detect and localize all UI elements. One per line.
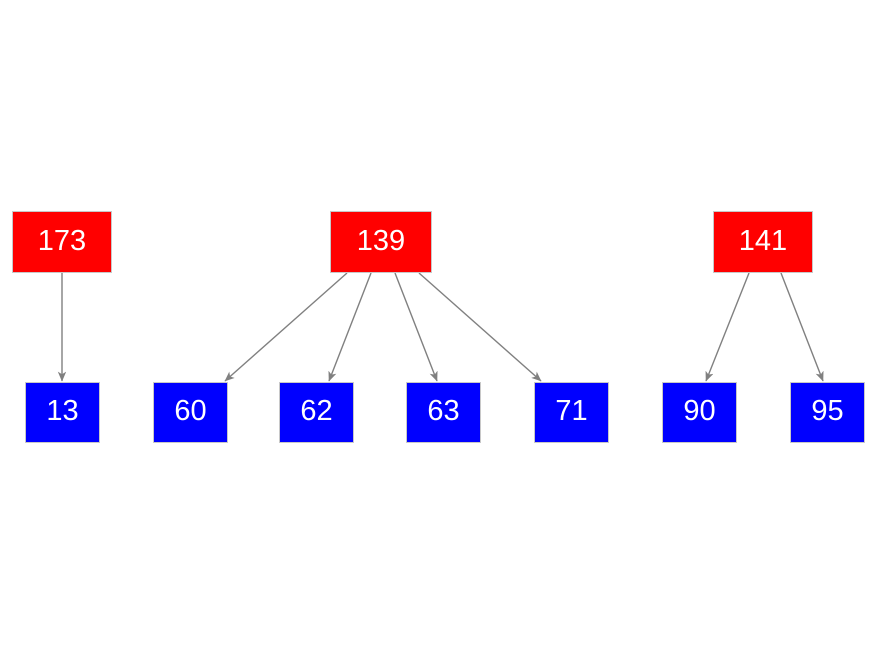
node-173[interactable]: 173 bbox=[12, 211, 112, 273]
node-139[interactable]: 139 bbox=[330, 211, 432, 273]
node-13[interactable]: 13 bbox=[25, 382, 100, 443]
node-60[interactable]: 60 bbox=[153, 382, 228, 443]
node-label: 173 bbox=[37, 224, 87, 257]
edge-group bbox=[57, 272, 824, 382]
node-label: 141 bbox=[738, 224, 788, 257]
node-label: 139 bbox=[356, 224, 406, 257]
node-63[interactable]: 63 bbox=[406, 382, 481, 443]
edge-n139-to-n60 bbox=[224, 272, 348, 382]
node-90[interactable]: 90 bbox=[662, 382, 737, 443]
edge-n139-to-n62 bbox=[328, 272, 372, 382]
node-71[interactable]: 71 bbox=[534, 382, 609, 443]
node-62[interactable]: 62 bbox=[279, 382, 354, 443]
node-label: 62 bbox=[300, 395, 333, 427]
node-141[interactable]: 141 bbox=[713, 211, 813, 273]
node-95[interactable]: 95 bbox=[790, 382, 865, 443]
node-label: 60 bbox=[174, 395, 207, 427]
node-label: 95 bbox=[811, 395, 844, 427]
node-label: 71 bbox=[555, 395, 588, 427]
edge-n141-to-n95 bbox=[780, 272, 824, 382]
edge-n139-to-n63 bbox=[394, 272, 438, 382]
edge-n141-to-n90 bbox=[705, 272, 750, 382]
node-label: 13 bbox=[46, 395, 79, 427]
node-label: 63 bbox=[427, 395, 460, 427]
node-label: 90 bbox=[683, 395, 716, 427]
edge-n139-to-n71 bbox=[418, 272, 542, 382]
